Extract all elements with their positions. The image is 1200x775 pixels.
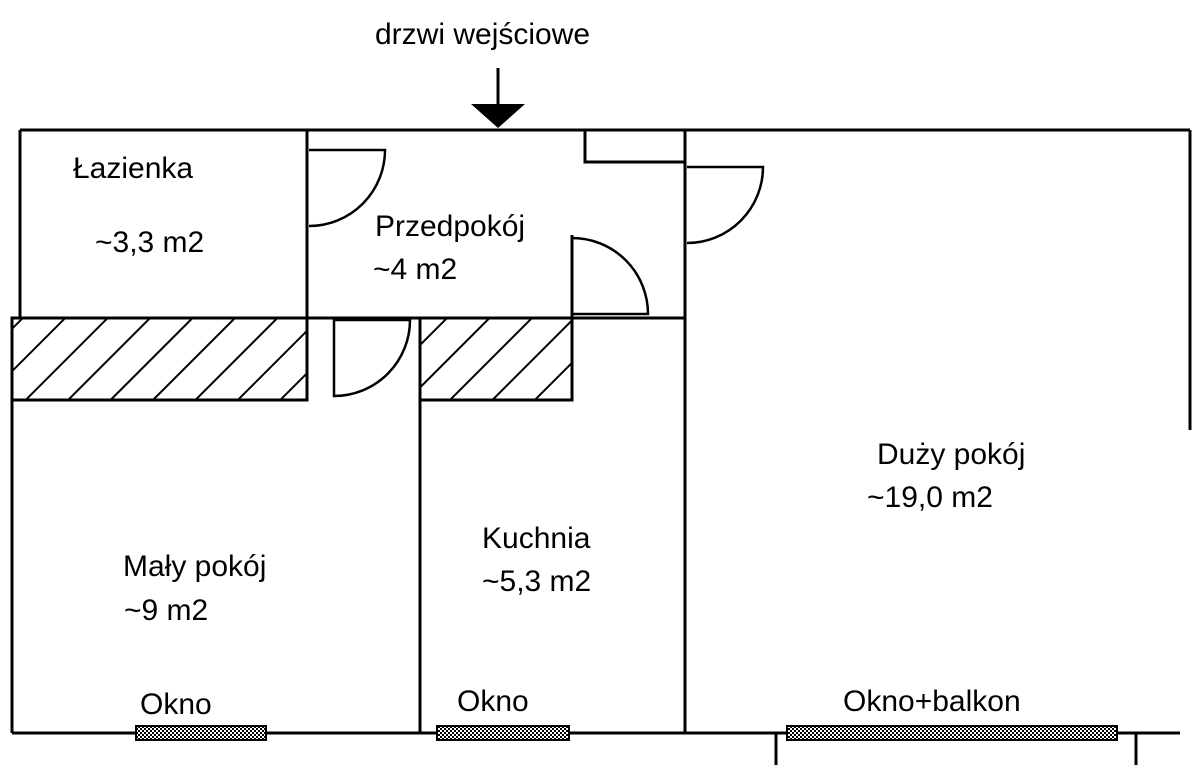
kitchen-area: ~5,3 m2 xyxy=(482,565,592,598)
small-room-name: Mały pokój xyxy=(123,550,267,583)
hatched-block-left xyxy=(10,316,309,402)
window-label-kitchen: Okno xyxy=(457,685,529,718)
window-small-room xyxy=(135,725,267,741)
window-label-large-room: Okno+balkon xyxy=(843,685,1021,718)
door-hall-inner xyxy=(571,236,650,316)
entrance-arrow-head xyxy=(471,104,525,128)
bathroom-area: ~3,3 m2 xyxy=(95,226,205,259)
hallway-area: ~4 m2 xyxy=(373,253,458,286)
wall-hall-nook xyxy=(583,130,685,164)
door-bathroom xyxy=(308,148,387,228)
bathroom-name: Łazienka xyxy=(73,152,194,185)
door-small-room xyxy=(332,318,412,398)
window-large-room xyxy=(786,725,1118,741)
hatched-block-kitchen xyxy=(418,316,574,402)
large-room-name: Duży pokój xyxy=(877,438,1026,471)
hallway-name: Przedpokój xyxy=(375,210,526,243)
large-room-area: ~19,0 m2 xyxy=(867,481,993,514)
window-label-small-room: Okno xyxy=(140,688,212,721)
door-hall-large xyxy=(686,165,765,245)
small-room-area: ~9 m2 xyxy=(124,594,209,627)
entrance-label: drzwi wejściowe xyxy=(375,18,591,51)
kitchen-name: Kuchnia xyxy=(482,522,591,555)
window-kitchen xyxy=(436,725,570,741)
